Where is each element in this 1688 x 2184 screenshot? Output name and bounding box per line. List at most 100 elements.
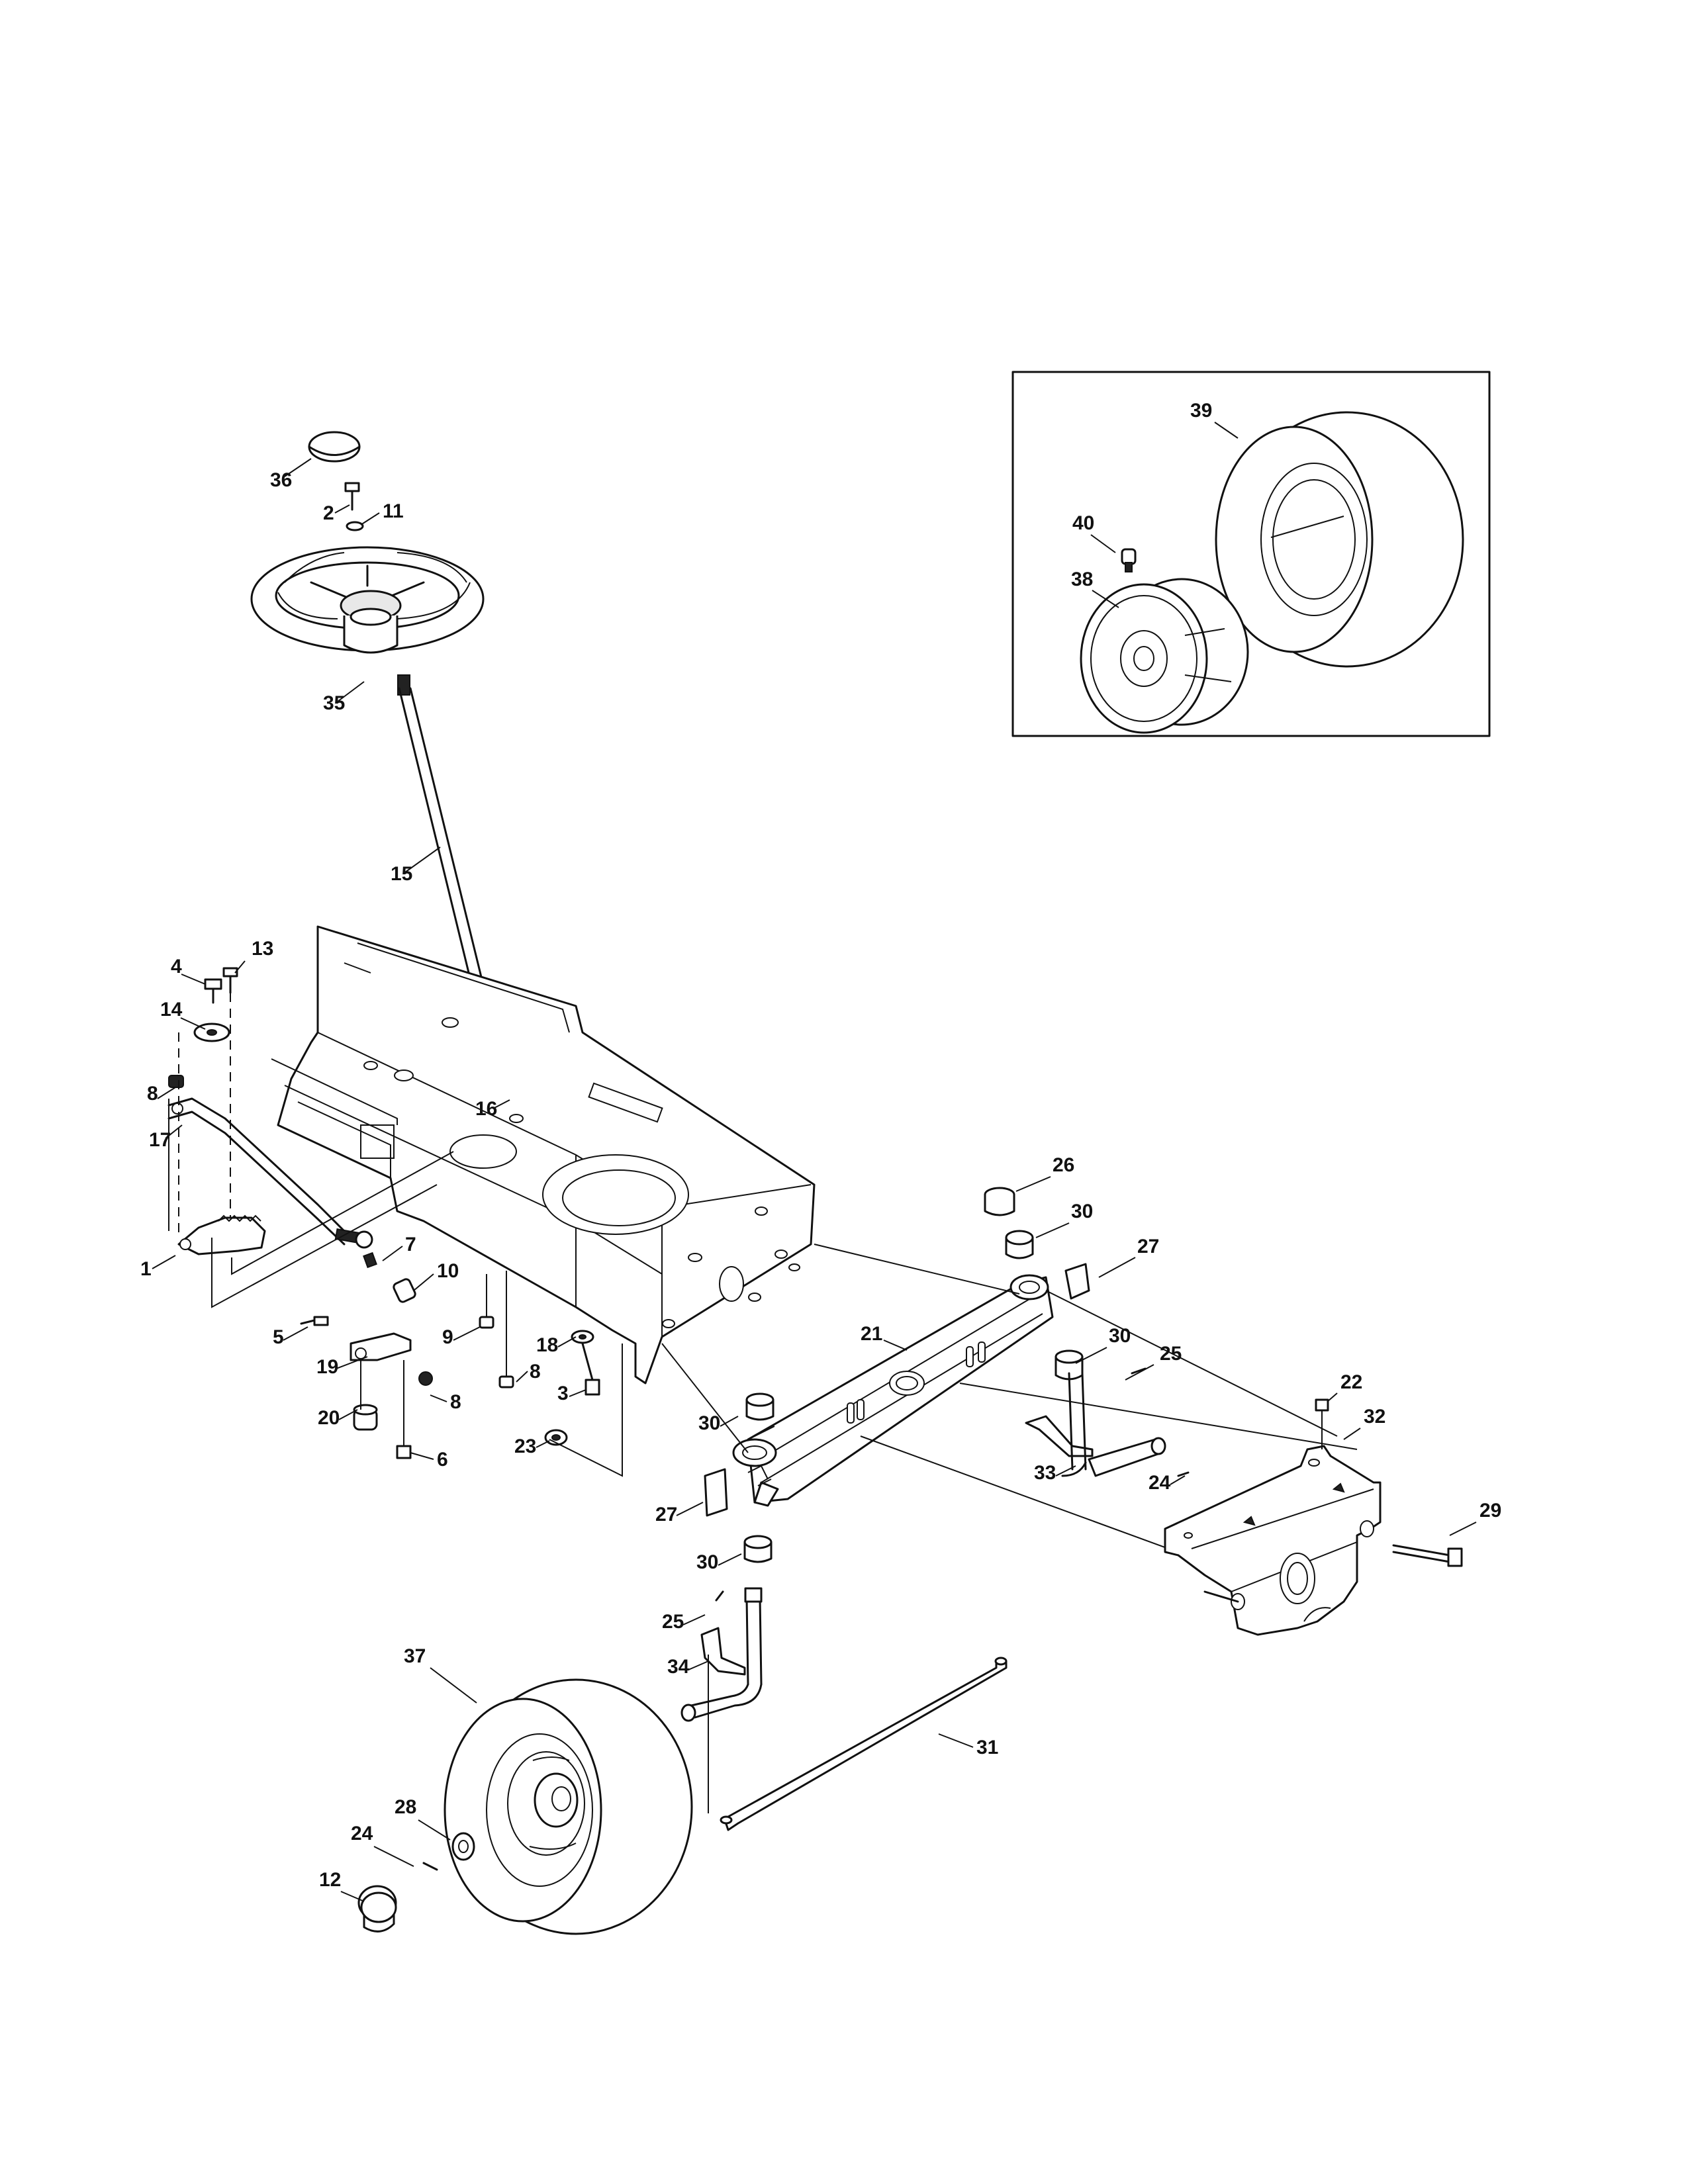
callout-leader-c14 (180, 1017, 206, 1030)
drag-link-17 (167, 1097, 373, 1249)
callout-leader-c18 (557, 1336, 577, 1347)
callout-label-c32: 32 (1364, 1406, 1385, 1428)
callout-leader-c7 (382, 1246, 403, 1261)
callout-label-c30a: 30 (1071, 1201, 1093, 1222)
callout-label-c11: 11 (383, 500, 404, 522)
callout-leader-c30c (720, 1416, 739, 1427)
steering-cap-36 (308, 431, 361, 463)
callout-label-c36: 36 (270, 469, 292, 491)
callout-label-c19: 19 (316, 1356, 338, 1378)
tie-rod-31 (720, 1657, 1008, 1831)
callout-leader-c4 (181, 974, 206, 985)
callout-leader-c24a (1170, 1475, 1186, 1485)
callout-label-c26: 26 (1053, 1154, 1074, 1176)
callout-label-c8a: 8 (147, 1083, 158, 1105)
callout-label-c21: 21 (861, 1323, 882, 1345)
callout-leader-c31 (938, 1733, 974, 1748)
bolt-2-washer-11 (344, 482, 364, 531)
callout-leader-c28 (418, 1819, 451, 1841)
callout-leader-c34 (688, 1661, 709, 1670)
front-axle-21 (732, 1274, 1054, 1507)
inset-tire-39 (1215, 411, 1464, 668)
callout-label-c20: 20 (318, 1407, 340, 1429)
callout-leader-c35 (337, 681, 365, 702)
spindle-33 (1025, 1372, 1190, 1477)
callout-label-c40: 40 (1072, 512, 1094, 534)
callout-leader-c11 (360, 512, 380, 525)
callout-label-c17: 17 (149, 1129, 171, 1151)
callout-label-c25a: 25 (1160, 1343, 1182, 1365)
callout-leader-c30d (718, 1553, 742, 1566)
callout-label-c7: 7 (405, 1234, 416, 1255)
callout-label-c10: 10 (437, 1260, 459, 1282)
callout-label-c27b: 27 (655, 1504, 677, 1525)
callout-label-c31: 31 (976, 1737, 998, 1758)
pitman-arm-19-parts (300, 1251, 433, 1459)
callout-label-c9: 9 (442, 1326, 453, 1348)
callout-leader-c12 (340, 1891, 365, 1902)
callout-label-c6: 6 (437, 1449, 448, 1471)
callout-label-c39: 39 (1190, 400, 1212, 422)
callout-leader-c5 (283, 1326, 308, 1341)
callout-leader-c20 (338, 1409, 358, 1420)
callout-label-c23: 23 (514, 1435, 536, 1457)
callout-label-c16: 16 (475, 1098, 497, 1120)
tractor-frame (271, 925, 816, 1385)
callout-leader-c24b (373, 1846, 414, 1867)
callout-leader-c22 (1327, 1392, 1338, 1402)
bolt-13 (222, 967, 238, 1218)
callout-label-c30d: 30 (696, 1551, 718, 1573)
callout-leader-c27a (1098, 1257, 1136, 1278)
callout-label-c24b: 24 (351, 1823, 373, 1844)
inset-frame (1011, 371, 1491, 737)
callout-leader-c10 (413, 1273, 434, 1291)
callout-label-c8c: 8 (450, 1391, 461, 1413)
callout-leader-c9 (453, 1326, 481, 1341)
callout-leader-c26 (1015, 1176, 1051, 1192)
callout-leader-c6 (410, 1452, 434, 1460)
callout-leader-c21 (883, 1340, 908, 1351)
callout-label-c37: 37 (404, 1645, 426, 1667)
callout-label-c22: 22 (1340, 1371, 1362, 1393)
inset-rim-38 (1080, 578, 1249, 734)
callout-leader-c8c (430, 1394, 447, 1402)
callout-leader-c2 (334, 504, 350, 514)
callout-leader-c19 (336, 1356, 368, 1369)
callout-leader-c32 (1343, 1428, 1361, 1440)
callout-leader-c8b (516, 1371, 528, 1383)
callout-label-c35: 35 (323, 692, 345, 714)
callout-label-c38: 38 (1071, 569, 1093, 590)
callout-leader-c15 (404, 846, 441, 873)
callout-label-c25b: 25 (662, 1611, 684, 1633)
inset-valve-40 (1121, 548, 1137, 572)
callout-leader-c16 (492, 1099, 510, 1109)
callout-label-c2: 2 (323, 502, 334, 524)
axle-parts-right (984, 1187, 1147, 1381)
callout-leader-c27b (676, 1502, 704, 1516)
callout-leader-c30b (1075, 1347, 1107, 1364)
spindle-34 (680, 1587, 763, 1813)
callout-label-c5: 5 (273, 1326, 284, 1348)
callout-leader-c29 (1449, 1522, 1477, 1536)
callout-label-c8b: 8 (530, 1361, 541, 1383)
callout-label-c28: 28 (395, 1796, 416, 1818)
callout-label-c29: 29 (1479, 1500, 1501, 1522)
callout-leader-c39 (1214, 422, 1239, 439)
callout-leader-c30a (1035, 1222, 1070, 1238)
callout-label-c14: 14 (160, 999, 183, 1021)
callout-label-c4: 4 (171, 956, 182, 978)
callout-leader-c3 (569, 1389, 586, 1397)
inset-wheel-assembly (1011, 371, 1491, 737)
callout-label-c1: 1 (140, 1258, 152, 1280)
nut-8-top (168, 1075, 184, 1088)
callout-leader-c38 (1092, 590, 1119, 608)
callout-leader-c13 (234, 960, 246, 974)
callout-leader-c37 (430, 1667, 477, 1704)
callout-label-c3: 3 (557, 1383, 569, 1404)
callout-label-c18: 18 (536, 1334, 558, 1356)
callout-leader-c40 (1090, 534, 1116, 553)
callout-leader-c25b (682, 1614, 706, 1625)
